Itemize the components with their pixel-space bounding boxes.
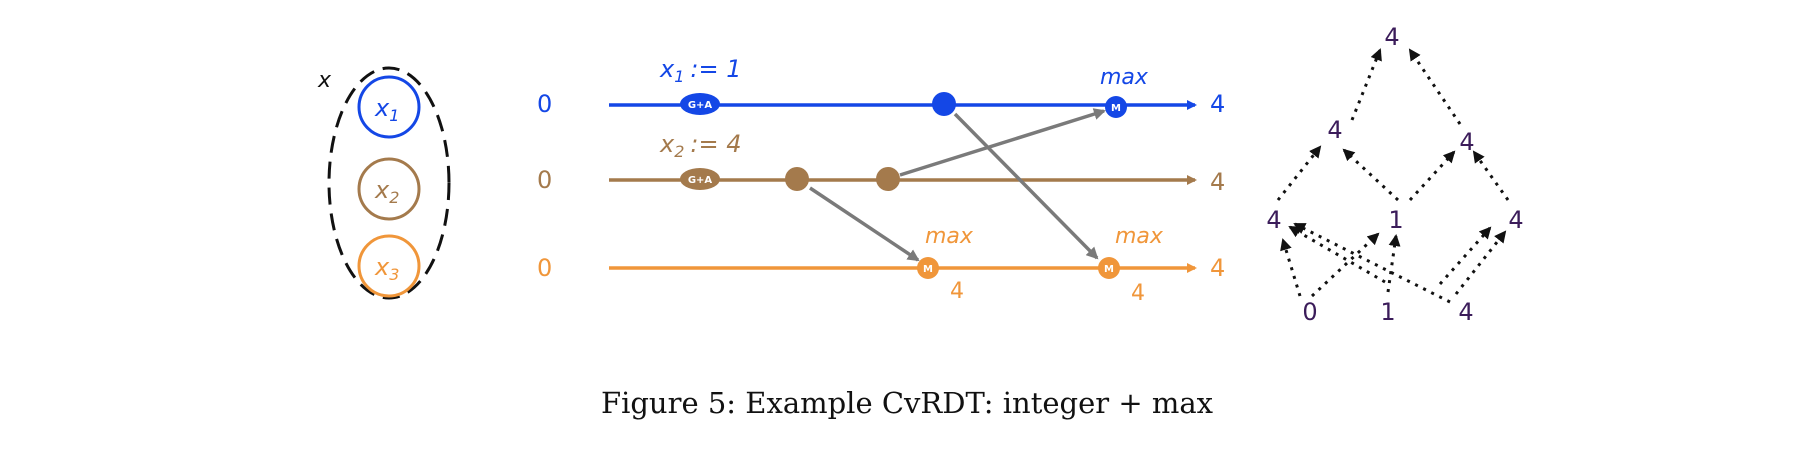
message-arrow-2a-to-3 — [809, 186, 920, 262]
lattice-edge — [1438, 226, 1492, 285]
lattice-edge — [1454, 230, 1507, 295]
final-value-2: 4 — [1210, 168, 1225, 196]
lattice-edge — [1288, 225, 1386, 284]
lattice-edge — [1408, 48, 1462, 125]
send-point-2b — [876, 167, 900, 191]
send-point-2a — [785, 167, 809, 191]
object-label: x — [317, 68, 332, 93]
lattice-edge — [1342, 148, 1400, 202]
lattice-edge — [1280, 238, 1302, 297]
final-value-1: 4 — [1210, 90, 1225, 118]
merge-result-1: 4 — [950, 279, 964, 304]
lattice-bottom-left: 0 — [1302, 298, 1317, 326]
merge-result-2: 4 — [1131, 281, 1145, 306]
initial-value-1: 0 — [537, 90, 552, 118]
lattice-bottom-right: 4 — [1458, 298, 1473, 326]
merge-label-2: max — [925, 224, 974, 249]
replica-1-circle — [357, 75, 421, 139]
message-arrow-1-to-3 — [953, 112, 1099, 260]
message-arrow-2b-to-1 — [899, 108, 1106, 177]
merge-label-3: max — [1115, 224, 1164, 249]
object-boundary — [327, 66, 451, 300]
timeline-diagram: 0 0 0 4 4 4 x1:= 1 x2:= 4 G+A G+A M M M — [537, 55, 1225, 306]
update-badge-2 — [680, 168, 720, 190]
lattice-bottom-center: 1 — [1380, 298, 1395, 326]
initial-value-2: 0 — [537, 166, 552, 194]
lattice-edge — [1408, 150, 1456, 202]
replica-2-label: x2 — [374, 176, 399, 207]
final-value-3: 4 — [1210, 254, 1225, 282]
assign-label-2: x2:= 4 — [659, 130, 742, 161]
merge-label-1: max — [1100, 65, 1149, 90]
merge-badge-1-label: M — [1111, 103, 1121, 114]
replica-2-circle — [357, 157, 421, 221]
update-badge-2-label: G+A — [688, 175, 713, 186]
send-point-1 — [932, 92, 956, 116]
lattice-diagram: 4 4 4 4 1 4 0 1 4 — [1266, 23, 1523, 326]
lattice-edge — [1293, 222, 1451, 304]
lattice-upper-left: 4 — [1327, 116, 1342, 144]
lattice-edge — [1386, 234, 1401, 293]
update-badge-1 — [680, 93, 720, 115]
merge-badge-2 — [917, 257, 939, 279]
lattice-middle-left: 4 — [1266, 206, 1281, 234]
assign-label-1: x1:= 1 — [659, 55, 742, 86]
replica-group: x x1 x2 x3 — [317, 66, 451, 300]
replica-3-label: x3 — [374, 253, 399, 284]
lattice-edge — [1310, 232, 1380, 298]
lattice-upper-right: 4 — [1459, 128, 1474, 156]
replica-3-circle — [357, 234, 421, 298]
lattice-edge — [1472, 150, 1510, 201]
lattice-edge — [1276, 145, 1322, 201]
merge-badge-3 — [1098, 257, 1120, 279]
merge-badge-3-label: M — [1104, 264, 1114, 275]
update-badge-1-label: G+A — [688, 100, 713, 111]
lattice-edge — [1350, 48, 1382, 121]
lattice-middle-center: 1 — [1388, 206, 1403, 234]
figure-caption: Figure 5: Example CvRDT: integer + max — [600, 386, 1214, 420]
merge-badge-2-label: M — [923, 264, 933, 275]
initial-value-3: 0 — [537, 254, 552, 282]
lattice-middle-right: 4 — [1508, 206, 1523, 234]
merge-badge-1 — [1105, 96, 1127, 118]
lattice-top: 4 — [1384, 23, 1399, 51]
replica-1-label: x1 — [374, 94, 399, 125]
